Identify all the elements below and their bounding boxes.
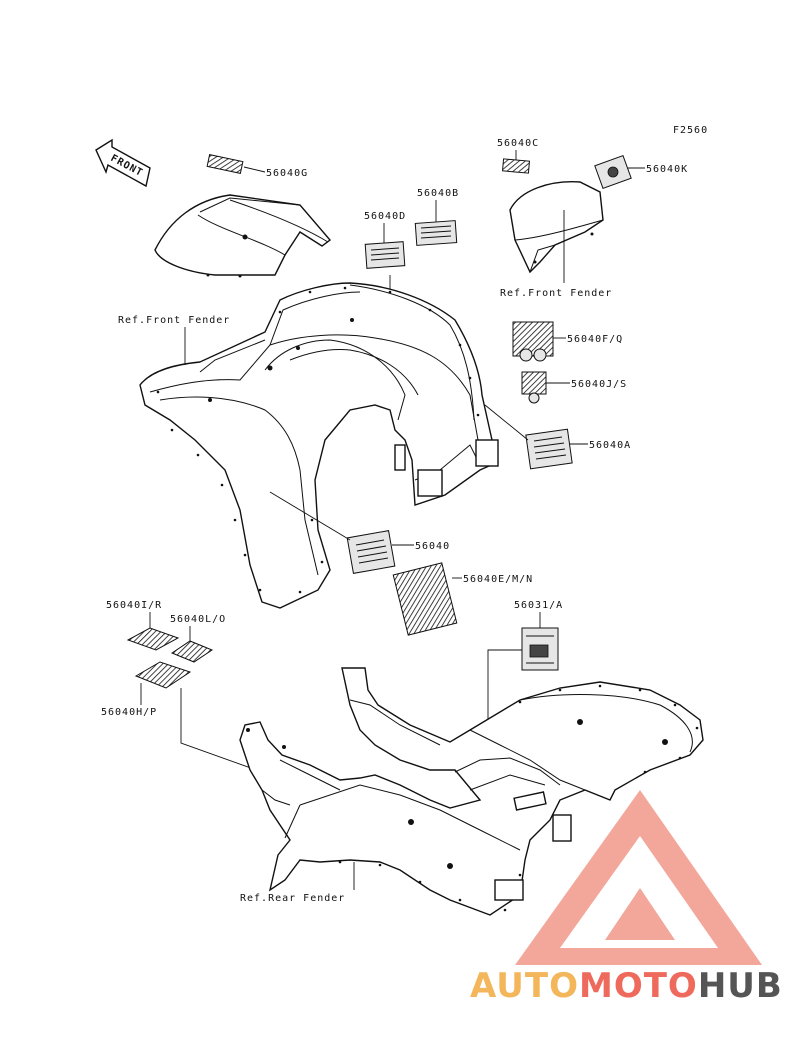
label-56040B: 56040B xyxy=(417,188,459,199)
label-56040G: 56040G xyxy=(266,168,308,179)
ref-front-fender-top: Ref.Front Fender xyxy=(500,288,612,299)
decal-56040B xyxy=(414,220,458,246)
label-56040IR: 56040I/R xyxy=(106,600,162,611)
decal-56040HP xyxy=(134,661,192,689)
decal-56040JS xyxy=(521,371,547,395)
front-direction-arrow-icon: FRONT xyxy=(95,138,151,188)
front-fender-top-right xyxy=(509,181,604,274)
label-56040D: 56040D xyxy=(364,211,406,222)
decal-56040FQ xyxy=(512,321,554,357)
plate-icon xyxy=(529,644,549,658)
decal-56040IR xyxy=(126,627,180,651)
decal-56040G xyxy=(206,154,244,174)
label-56040C: 56040C xyxy=(497,138,539,149)
label-56040LO: 56040L/O xyxy=(170,614,226,625)
gauge-icon xyxy=(528,392,540,404)
label-56040A: 56040A xyxy=(589,440,631,451)
label-56040EMN: 56040E/M/N xyxy=(463,574,533,585)
label-56040HP: 56040H/P xyxy=(101,707,157,718)
rear-fender xyxy=(239,667,704,916)
decal-56040 xyxy=(346,530,396,574)
label-56040FQ: 56040F/Q xyxy=(567,334,623,345)
decal-56040EMN xyxy=(392,562,458,636)
logo-text-hub: HUB xyxy=(698,966,783,1006)
decal-56040C xyxy=(501,158,531,174)
label-56040JS: 56040J/S xyxy=(571,379,627,390)
gauge-icon xyxy=(519,348,533,362)
ref-rear-fender: Ref.Rear Fender xyxy=(240,893,345,904)
decal-56040LO xyxy=(170,640,214,663)
leader-line xyxy=(269,491,351,541)
gauge-icon xyxy=(533,348,547,362)
main-front-fender xyxy=(139,282,499,609)
figure-code: F2560 xyxy=(673,125,708,136)
front-fender-cover xyxy=(154,194,332,278)
gauge-icon xyxy=(607,166,619,178)
ref-front-fender-left: Ref.Front Fender xyxy=(118,315,230,326)
svg-text:AUTOMOTOHUB: AUTOMOTOHUB xyxy=(470,966,783,1006)
label-56040: 56040 xyxy=(415,541,450,552)
leader-line xyxy=(484,404,529,441)
logo-text-auto: AUTO xyxy=(470,966,579,1006)
label-56040K: 56040K xyxy=(646,164,688,175)
label-56031A: 56031/A xyxy=(514,600,563,611)
leader-line xyxy=(243,166,266,173)
decal-56040A xyxy=(525,428,573,470)
logo-text-moto: MOTO xyxy=(579,966,698,1006)
automotohub-logo: AUTOMOTOHUB xyxy=(470,790,783,1006)
